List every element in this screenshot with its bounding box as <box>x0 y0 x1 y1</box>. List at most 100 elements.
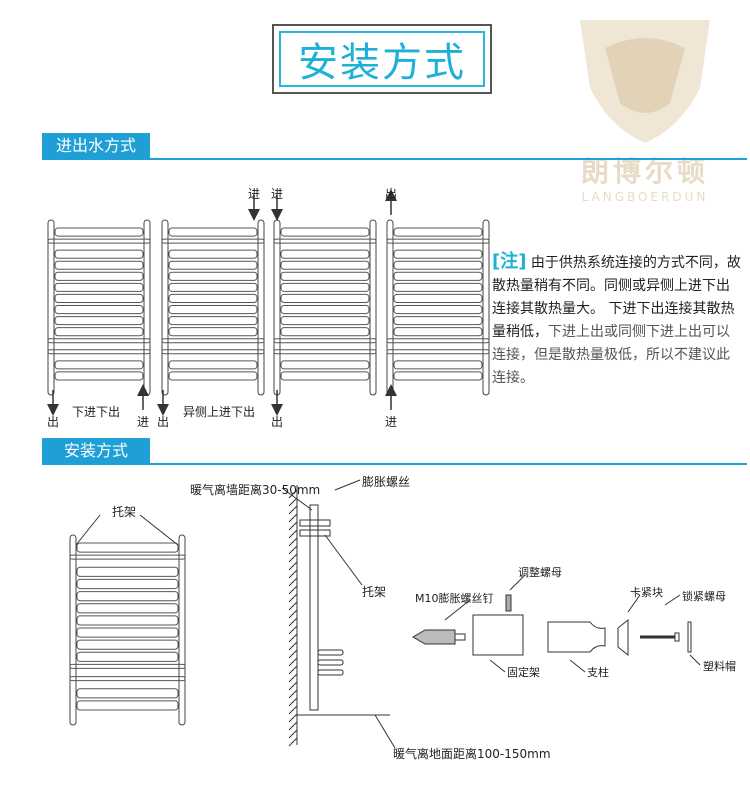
label-in: 进 <box>248 187 261 201</box>
radiator-tube <box>168 260 258 270</box>
radiator-tube <box>161 349 265 355</box>
label-plastic-cap: 塑料帽 <box>703 660 736 673</box>
radiator-rail <box>257 219 265 396</box>
label-bracket: 托架 <box>112 505 137 519</box>
radiator-tube <box>76 603 179 614</box>
wall-hatch <box>288 609 298 619</box>
radiator-tube <box>280 271 370 281</box>
radiator-tube <box>54 293 144 303</box>
radiator-tube <box>161 338 265 344</box>
wall-hatch <box>288 545 298 555</box>
radiator-tube <box>280 282 370 292</box>
radiator-tube <box>76 639 179 650</box>
radiator-rail <box>143 219 151 396</box>
wall-hatch <box>288 649 298 659</box>
radiator-tube <box>47 349 151 355</box>
section-header-install: 安装方式 <box>42 438 150 464</box>
radiator-tube <box>280 371 370 381</box>
wall-hatch <box>288 569 298 579</box>
logo-name: 朗博尔顿 <box>580 155 709 188</box>
wall-hatch <box>288 657 298 667</box>
radiator-tube <box>54 271 144 281</box>
wall-hatch <box>288 553 298 563</box>
divider <box>42 463 747 465</box>
radiator-tube <box>168 305 258 315</box>
radiator-tube <box>76 627 179 638</box>
radiator-tube <box>393 271 483 281</box>
wall-hatch <box>288 505 298 515</box>
title-text: 安装方式 <box>279 31 485 87</box>
radiator-tube <box>168 282 258 292</box>
radiator-tube <box>168 293 258 303</box>
label-floor-distance: 暖气离地面距离100-150mm <box>393 747 551 761</box>
radiator-tube <box>76 542 179 553</box>
label-wall-distance: 暖气离墙距离30-50mm <box>190 483 321 497</box>
wall-hatch <box>288 593 298 603</box>
label-out: 出 <box>157 415 170 429</box>
radiator-tube <box>280 227 370 237</box>
label-lock-nut: 锁紧螺母 <box>682 590 726 603</box>
wall-hatch <box>288 729 298 739</box>
radiator-tube <box>273 238 377 244</box>
radiator-tube <box>168 249 258 259</box>
radiator-tube <box>54 227 144 237</box>
radiator-rail <box>386 219 394 396</box>
radiator-rail <box>161 219 169 396</box>
radiator-tube <box>393 282 483 292</box>
wall-hatch <box>288 673 298 683</box>
radiator-tube <box>393 327 483 337</box>
radiator-tube <box>280 316 370 326</box>
radiator-tube <box>47 238 151 244</box>
radiator-tube <box>393 360 483 370</box>
radiator-tube <box>168 316 258 326</box>
radiator-rail <box>69 534 77 726</box>
radiator-tube <box>280 327 370 337</box>
radiator-tube <box>280 260 370 270</box>
parts-exploded-view <box>412 574 701 673</box>
radiator-tube <box>76 578 179 590</box>
wall-hatch <box>288 681 298 691</box>
radiator-tube <box>168 271 258 281</box>
label-out: 出 <box>47 415 60 429</box>
radiator-tube <box>393 293 483 303</box>
wall-hatch <box>288 617 298 627</box>
label-m10-screw: M10膨胀螺丝钉 <box>415 592 494 605</box>
page-title: 安装方式 <box>272 24 492 94</box>
wall-hatch <box>288 537 298 547</box>
label-fixed-frame: 固定架 <box>507 666 540 679</box>
wall-hatch <box>288 641 298 651</box>
note-tag: [注] <box>492 251 527 272</box>
label-in: 进 <box>271 187 284 201</box>
radiator-tube <box>47 338 151 344</box>
radiator-tube <box>386 349 490 355</box>
radiator-tube <box>69 663 186 669</box>
wall-hatch <box>288 577 298 587</box>
wall-hatch <box>288 601 298 611</box>
radiator-tube <box>393 249 483 259</box>
wall-hatch <box>288 689 298 699</box>
label-clamp: 卡紧块 <box>630 586 663 599</box>
radiator-tube <box>54 260 144 270</box>
radiator-rail <box>47 219 55 396</box>
wall-hatch <box>288 585 298 595</box>
radiator-tube <box>54 305 144 315</box>
radiator-tube <box>393 260 483 270</box>
radiator-tube <box>76 566 179 577</box>
label-out: 出 <box>385 187 398 201</box>
radiator-tube <box>54 327 144 337</box>
radiator-tube <box>69 676 186 682</box>
wall-hatch <box>288 697 298 707</box>
logo-latin: LANGBOERDUN <box>581 190 709 204</box>
note: [注] 由于供热系统连接的方式不同，故散热量稍有不同。同侧或异侧上进下出连接其散… <box>492 250 742 390</box>
radiator-tube <box>393 316 483 326</box>
divider <box>42 158 747 160</box>
wall-hatch <box>288 625 298 635</box>
wall-hatch <box>288 721 298 731</box>
radiator-tube <box>76 688 179 699</box>
label-expansion-screw: 膨胀螺丝 <box>362 475 411 489</box>
wall-hatch <box>288 497 298 507</box>
radiator-tube <box>168 371 258 381</box>
radiator-tube <box>161 238 265 244</box>
radiator-tube <box>76 651 179 662</box>
